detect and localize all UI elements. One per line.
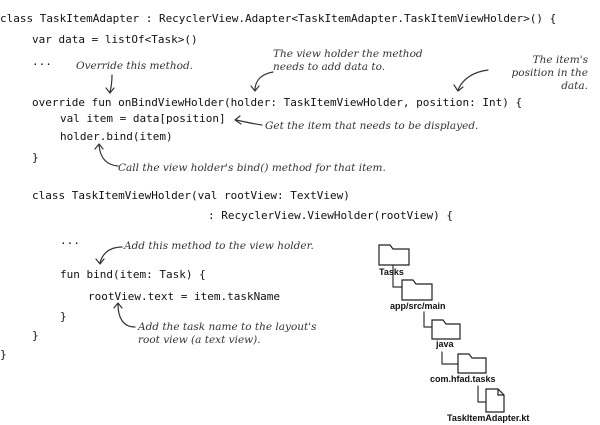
code-line-ellipsis-1: ...: [32, 55, 52, 68]
tree-label-java: java: [436, 339, 454, 349]
code-line-viewholder-super: : RecyclerView.ViewHolder(rootView) {: [208, 209, 454, 222]
tree-connector-1: [392, 264, 403, 288]
file-icon-taskitemadapter: [485, 388, 505, 413]
code-line-close-3: }: [32, 329, 39, 342]
arrow-call-bind: [98, 144, 119, 167]
code-line-ellipsis-2: ...: [60, 234, 80, 247]
note-add-name: Add the task name to the layout's root v…: [138, 321, 317, 346]
note-holder: The view holder the method needs to add …: [273, 48, 423, 73]
tree-connector-4: [477, 385, 487, 403]
code-line-val-item: val item = data[position]: [60, 112, 226, 125]
tree-label-file: TaskItemAdapter.kt: [447, 413, 530, 423]
tree-label-tasks: Tasks: [379, 267, 404, 277]
code-line-close-4: }: [0, 348, 7, 361]
tree-connector-3: [441, 351, 459, 365]
code-line-class-header: class TaskItemAdapter : RecyclerView.Ada…: [0, 12, 557, 25]
code-line-rootview-text: rootView.text = item.taskName: [88, 290, 281, 303]
code-line-viewholder-class: class TaskItemViewHolder(val rootView: T…: [32, 189, 350, 202]
arrow-add-method: [99, 246, 123, 264]
folder-icon-app-src-main: [401, 279, 433, 301]
note-add-method: Add this method to the view holder.: [124, 240, 314, 252]
arrow-add-name: [117, 303, 136, 328]
tree-connector-2: [423, 311, 433, 328]
note-get-item: Get the item that needs to be displayed.: [265, 120, 479, 132]
note-call-bind: Call the view holder's bind() method for…: [118, 162, 386, 174]
code-line-close-2: }: [60, 310, 67, 323]
code-line-holder-bind: holder.bind(item): [60, 130, 173, 143]
folder-icon-tasks: [378, 244, 410, 266]
note-position: The item's position in the data.: [511, 54, 588, 92]
code-line-data: var data = listOf<Task>(): [32, 33, 198, 46]
folder-icon-java: [431, 319, 461, 340]
code-line-override: override fun onBindViewHolder(holder: Ta…: [32, 96, 523, 109]
arrow-get-item: [235, 119, 263, 126]
code-line-fun-bind: fun bind(item: Task) {: [60, 268, 206, 281]
arrow-holder: [254, 71, 274, 91]
arrow-position: [457, 69, 489, 91]
folder-icon-com-hfad-tasks: [457, 353, 487, 374]
tree-label-com-hfad-tasks: com.hfad.tasks: [430, 374, 496, 384]
code-line-close-1: }: [32, 151, 39, 164]
tree-label-app-src-main: app/src/main: [390, 301, 446, 311]
arrow-override: [109, 74, 113, 93]
note-override: Override this method.: [76, 60, 194, 72]
